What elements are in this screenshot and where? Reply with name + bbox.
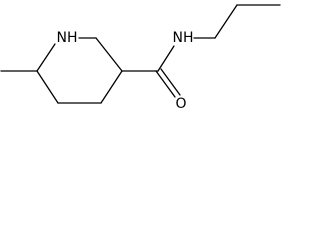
ring-nitrogen-label: NH — [57, 30, 78, 46]
amide-nitrogen-label: NH — [173, 30, 194, 46]
bond-propyl-c1-to-c2 — [214, 4, 238, 39]
bond-ring-c2-to-c3 — [95, 37, 123, 72]
bond-carbonyl-double-1 — [155, 70, 176, 98]
bond-ring-c3-to-c4 — [100, 70, 123, 104]
carbonyl-oxygen-label: O — [175, 96, 186, 112]
bond-ring-c5-to-c6 — [36, 70, 59, 104]
chemical-structure-diagram: NH NH O — [0, 4, 281, 112]
bond-carbonyl-double-2 — [160, 68, 181, 96]
bond-ring-c6-to-nh — [36, 43, 56, 72]
bond-carbonyl-to-amide-n — [157, 45, 175, 72]
